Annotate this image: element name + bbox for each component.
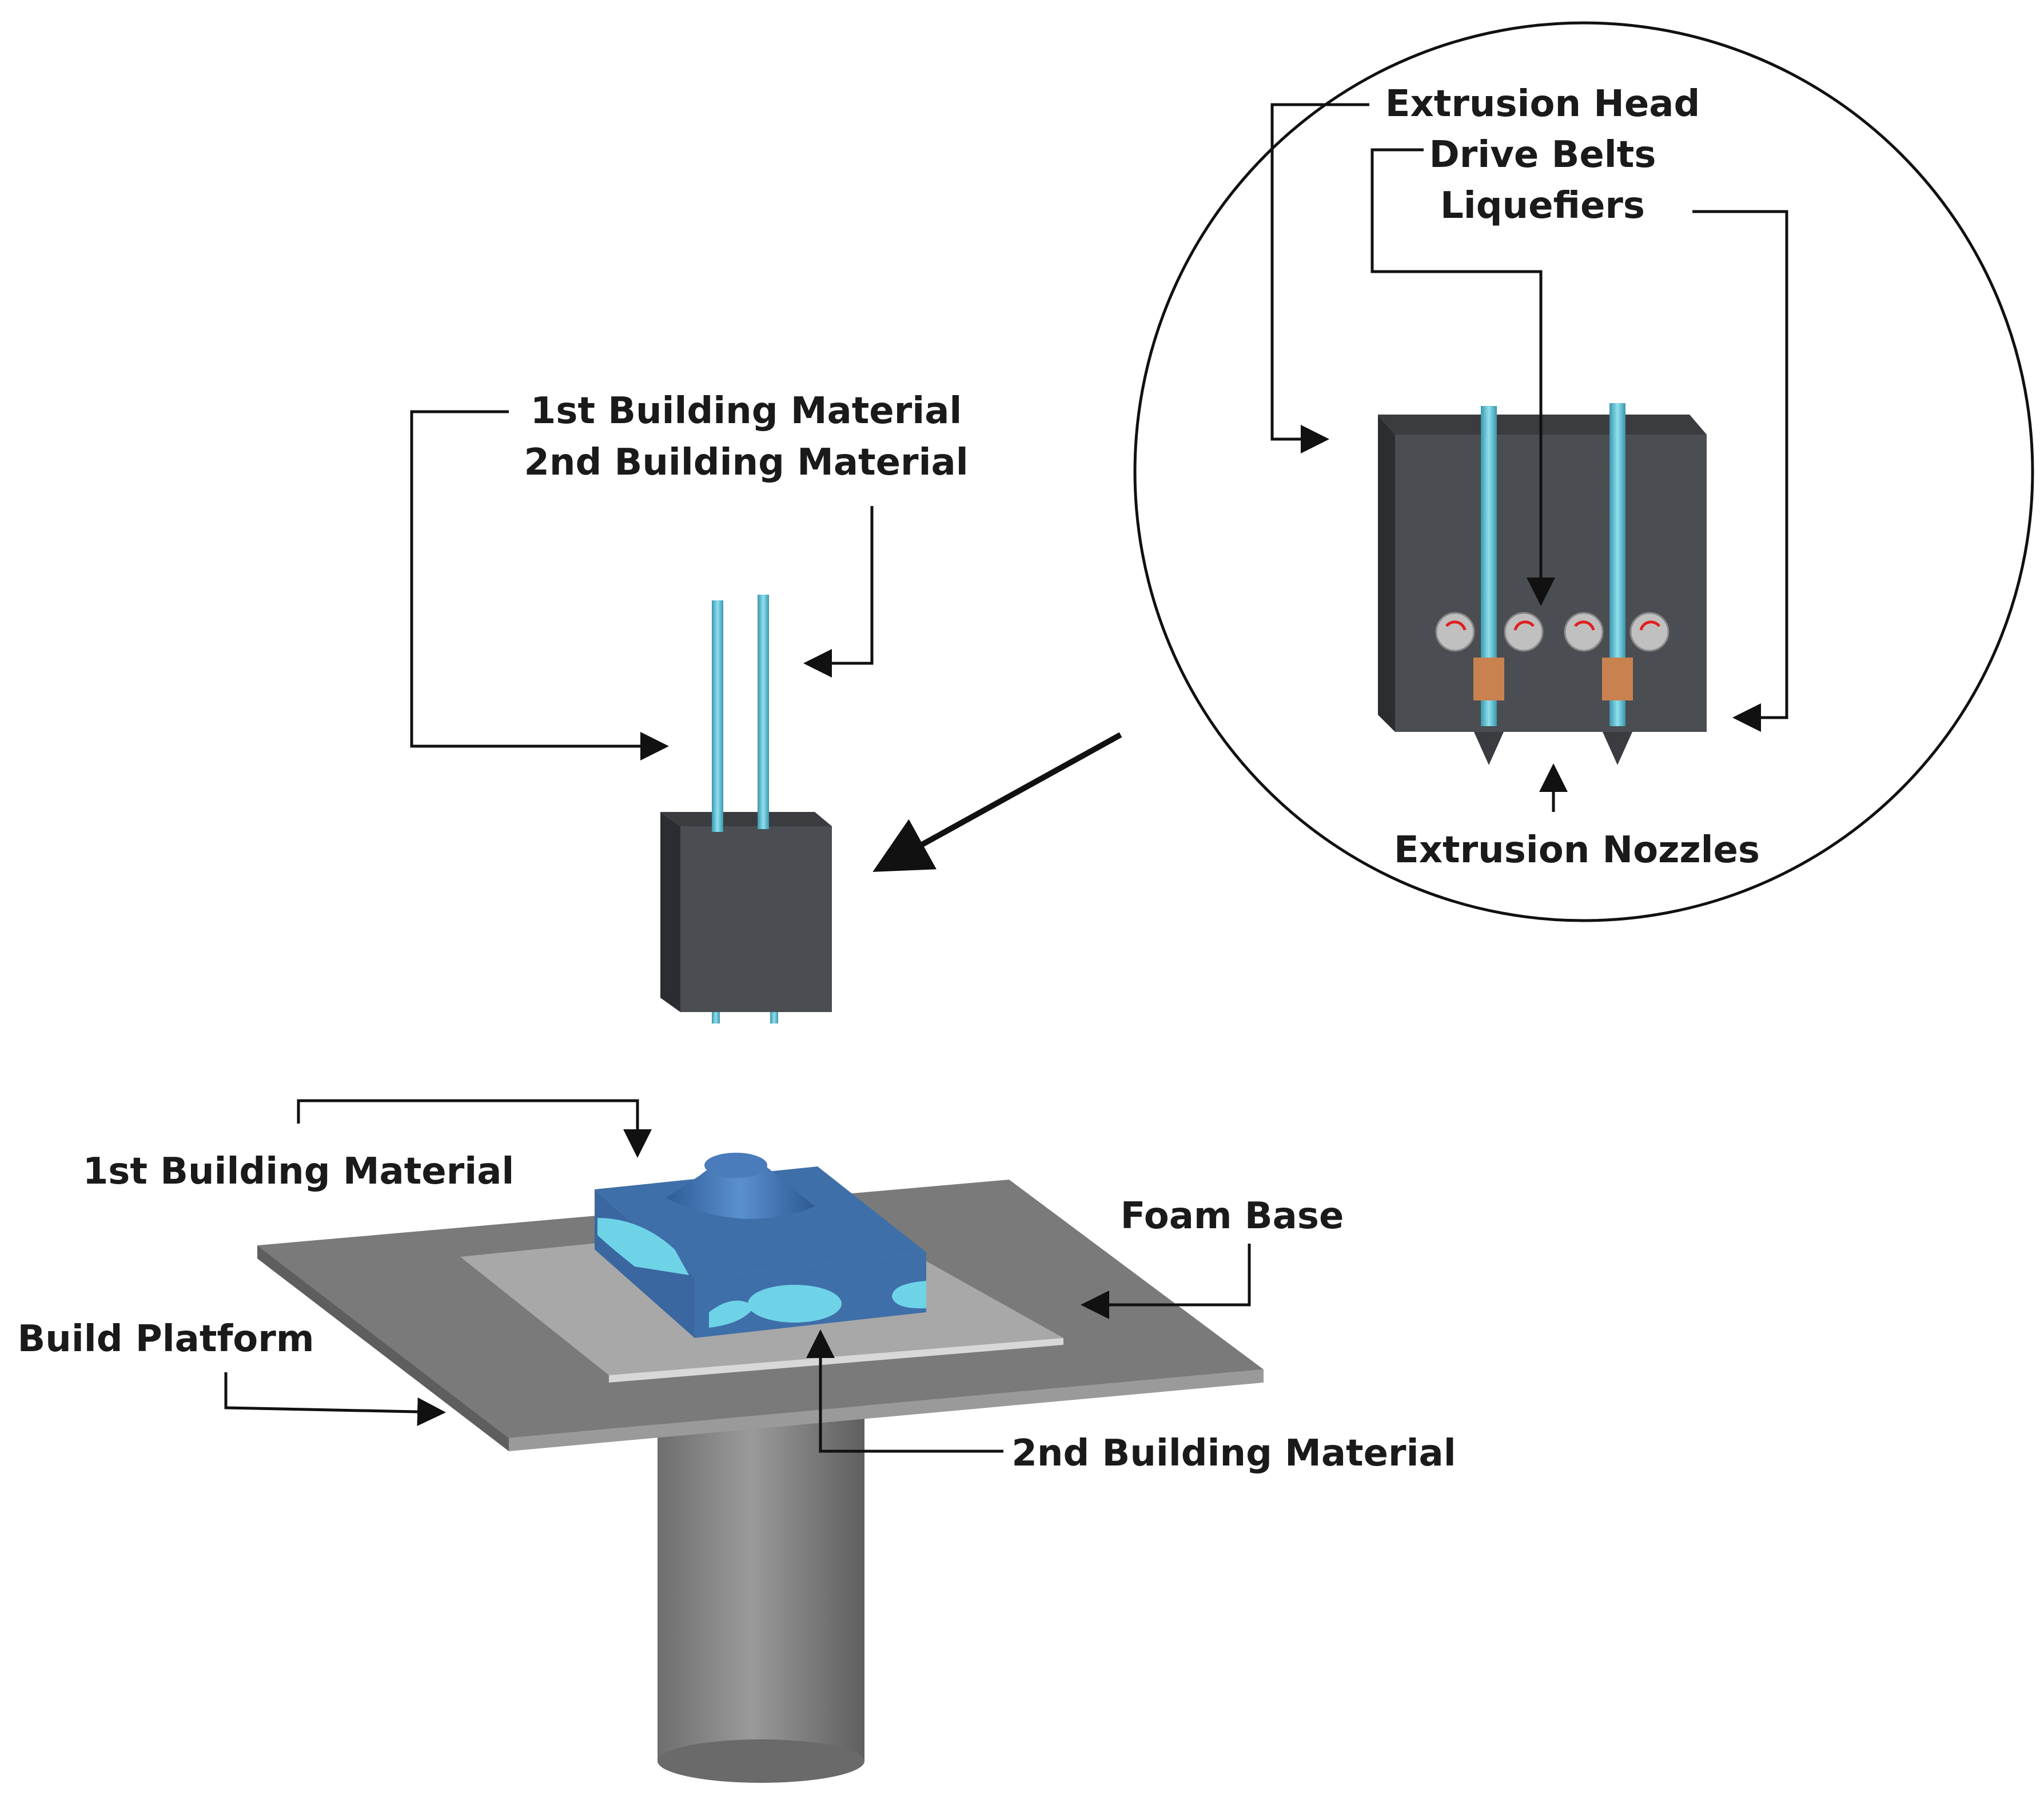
leader-2nd-material-bottom: [806, 1329, 1003, 1453]
leader-extrusion-head: [1270, 103, 1369, 453]
second-material-region: [748, 1285, 842, 1323]
leader-foam-base: [1081, 1244, 1251, 1319]
label-build-platform: Build Platform: [18, 1318, 314, 1360]
leader-drive-belts: [1370, 148, 1555, 606]
leader-1st-material-top: [410, 410, 669, 760]
nozzle-1: [1474, 732, 1504, 765]
leader-2nd-material-top: [803, 506, 874, 678]
leader-build-platform: [224, 1372, 446, 1427]
printed-part: [595, 1153, 926, 1338]
label-extrusion-nozzles: Extrusion Nozzles: [1394, 829, 1760, 871]
extrusion-head: [660, 595, 832, 1024]
label-extrusion-head: Extrusion Head: [1385, 83, 1700, 125]
label-2nd-material-bottom: 2nd Building Material: [1011, 1432, 1456, 1475]
filament-2: [758, 595, 769, 829]
label-2nd-material-top: 2nd Building Material: [524, 441, 968, 484]
label-drive-belts: Drive Belts: [1429, 134, 1656, 176]
drive-belt-rollers: [1435, 612, 1670, 652]
label-foam-base: Foam Base: [1121, 1195, 1344, 1237]
support-column: [658, 1395, 864, 1761]
liquefier-2: [1602, 658, 1633, 700]
label-1st-material-bottom: 1st Building Material: [83, 1150, 515, 1193]
build-platform-assembly: [257, 1153, 1264, 1783]
liquefier-1: [1473, 658, 1504, 700]
nozzle-2: [1603, 732, 1632, 765]
part-dome: [666, 1158, 815, 1219]
leader-1st-material-bottom: [297, 1099, 652, 1158]
label-liquefiers: Liquefiers: [1440, 185, 1645, 227]
filament-1: [712, 600, 723, 832]
label-1st-material-top: 1st Building Material: [531, 390, 962, 432]
leader-liquefiers: [1692, 210, 1788, 732]
detail-extrusion-head: [1378, 403, 1707, 765]
zoom-pointer-arrow: [872, 732, 1122, 872]
